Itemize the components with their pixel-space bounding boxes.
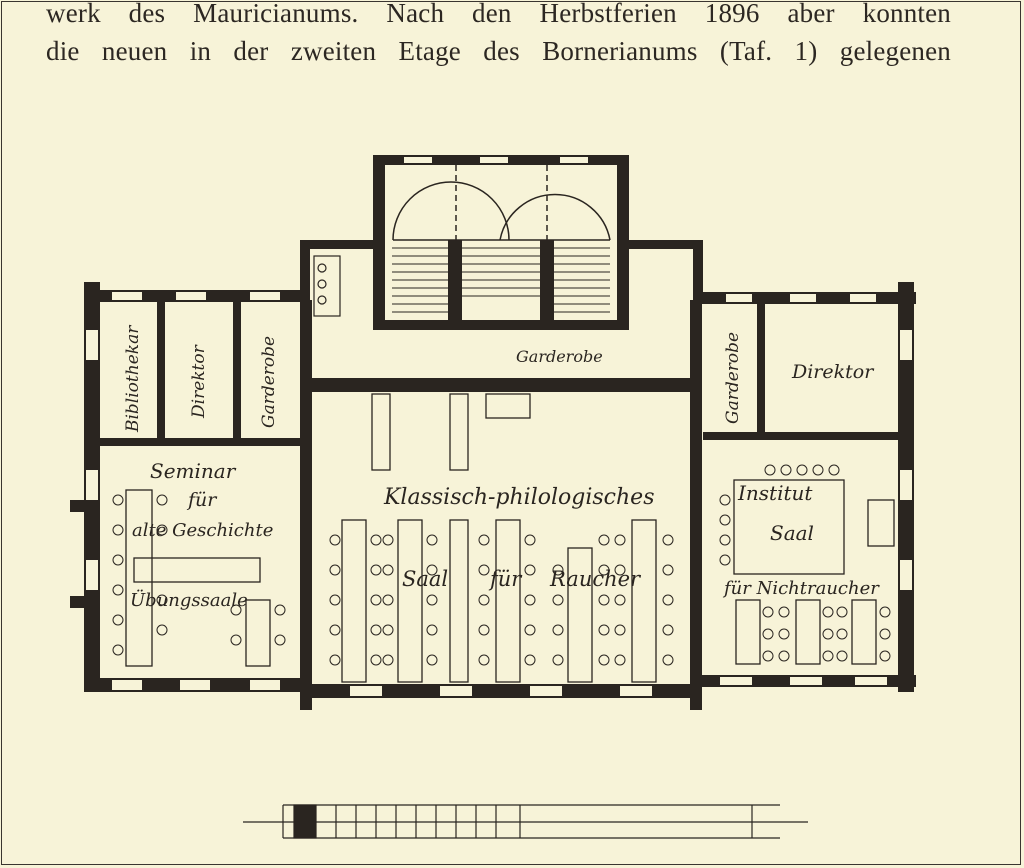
body-text-line-2: die neuen in der zweiten Etage des Borne… [46,36,951,66]
floor-plan-windows [86,157,912,696]
room-label-seminar-fuer: für [186,489,218,511]
room-label-garderobe-left: Garderobe [259,336,279,428]
room-label-raucher: Raucher [549,567,642,591]
room-label-seminar: Seminar [150,459,237,483]
stair-treads [392,247,610,313]
room-label-nichtraucher: für Nichtraucher [722,578,880,599]
scale-bar [243,804,808,839]
room-label-garderobe-top: Garderobe [516,347,603,366]
room-label-alte-geschichte: alte Geschichte [132,520,273,541]
room-label-garderobe-right: Garderobe [723,332,743,424]
room-label-direktor-right: Direktor [791,361,875,383]
room-label-institut: Institut [737,481,813,505]
room-label-direktor-left: Direktor [189,344,209,419]
hall-furniture [125,393,895,683]
body-text-line-1: werk des Mauricianums. Nach den Herbstfe… [46,0,951,28]
stair-arches [392,165,611,241]
room-label-institut-saal: Saal [770,521,814,545]
room-label-bibliothekar: Bibliothekar [123,325,143,433]
room-label-uebungssaale: Übungssaale [130,588,248,611]
floor-plan-walls [70,155,916,710]
room-label-saal: Saal [402,567,448,591]
room-label-klassisch-philologisches: Klassisch-philologisches [383,485,654,510]
left-stair-block [313,255,341,317]
room-label-fuer: für [488,567,523,591]
seats [112,464,891,666]
